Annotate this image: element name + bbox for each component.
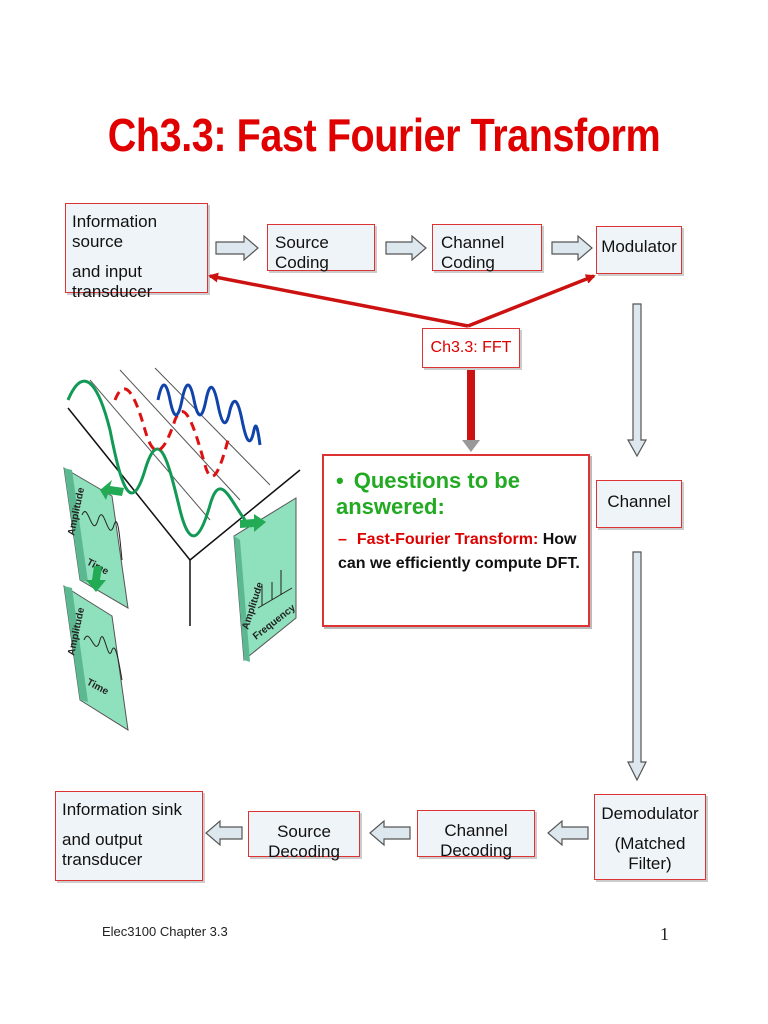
page-number: 1 <box>660 924 669 944</box>
arrow-modulator-to-channel <box>626 303 648 458</box>
info-source-line1: Information source <box>72 212 158 251</box>
fft-arrow-to-modulator <box>467 274 596 328</box>
info-sink-block: Information sink and output transducer <box>55 791 203 881</box>
questions-bullet: • <box>336 468 344 493</box>
questions-box: •Questions to be answered: –Fast-Fourier… <box>322 454 590 627</box>
arrow-source-to-coding <box>215 234 259 262</box>
fft-arrow-down <box>462 370 480 452</box>
info-sink-line1: Information sink <box>62 800 182 819</box>
slide-title: Ch3.3: Fast Fourier Transform <box>107 109 661 161</box>
source-coding-block: Source Coding <box>267 224 375 272</box>
questions-item-rest: How can we efficiently compute DFT. <box>338 531 580 572</box>
questions-heading: Questions to be answered: <box>336 468 520 519</box>
info-sink-line2: and output transducer <box>62 830 143 869</box>
channel-coding-block: Channel Coding <box>432 224 542 272</box>
info-source-line2: and input transducer <box>72 262 153 301</box>
channel-decoding-block: Channel Decoding <box>417 810 535 860</box>
channel-decoding-label: Channel Decoding <box>440 821 512 860</box>
questions-dash: – <box>338 531 347 548</box>
arrow-channel-coding-to-modulator <box>551 234 593 262</box>
fft-label: Ch3.3: FFT <box>430 339 512 356</box>
fourier-illustration: Amplitude Time Amplitude Time Amplitude … <box>63 367 301 731</box>
fft-block: Ch3.3: FFT <box>422 328 520 368</box>
questions-heading-row: •Questions to be answered: <box>336 468 588 520</box>
questions-item: –Fast-Fourier Transform: How can we effi… <box>338 528 588 576</box>
demodulator-line1: Demodulator <box>601 804 699 823</box>
questions-item-highlight: Fast-Fourier Transform: <box>356 531 539 548</box>
arrow-source-decoding-to-sink <box>205 819 243 847</box>
source-decoding-label: Source Decoding <box>268 822 340 861</box>
channel-label: Channel <box>607 492 671 511</box>
source-decoding-block: Source Decoding <box>248 811 360 861</box>
arrow-demodulator-to-channel-decoding <box>547 819 589 847</box>
channel-coding-label: Channel Coding <box>441 233 505 272</box>
fft-arrow-to-source <box>208 272 469 328</box>
arrow-channel-decoding-to-source-decoding <box>369 819 411 847</box>
modulator-label: Modulator <box>601 237 677 256</box>
info-source-block: Information source and input transducer <box>65 203 208 301</box>
source-coding-label: Source Coding <box>275 233 329 272</box>
arrow-coding-to-channel-coding <box>385 234 427 262</box>
demodulator-block: Demodulator (Matched Filter) <box>594 794 706 880</box>
channel-block: Channel <box>596 480 682 528</box>
modulator-block: Modulator <box>596 226 682 274</box>
demodulator-line2: (Matched Filter) <box>614 834 686 873</box>
footer-course: Elec3100 Chapter 3.3 <box>102 924 228 939</box>
arrow-channel-to-demodulator <box>627 551 647 782</box>
